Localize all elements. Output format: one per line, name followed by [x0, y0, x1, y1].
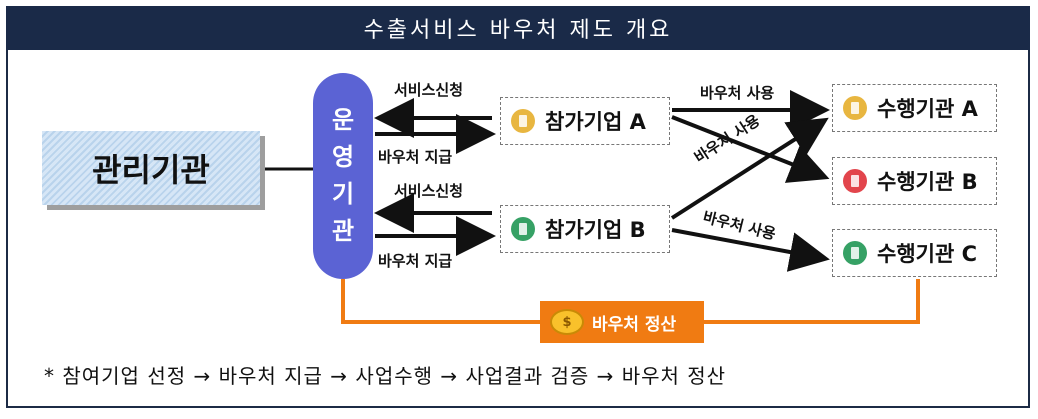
process-footnote: * 참여기업 선정 → 바우처 지급 → 사업수행 → 사업결과 검증 → 바우… — [44, 364, 727, 388]
use-a-to-b — [671, 115, 830, 183]
use-b-to-c — [671, 228, 830, 272]
management-agency-box: 관리기관 — [42, 131, 260, 205]
page-title: 수출서비스 바우처 제도 개요 — [6, 6, 1030, 50]
apply-a-label: 서비스신청 — [394, 81, 464, 99]
operator-char-4: 관 — [331, 217, 355, 245]
settlement-label: 바우처 정산 — [592, 314, 677, 335]
operating-agency-box: 운 영 기 관 — [313, 73, 373, 279]
performer-b-box: 수행기관 B — [832, 157, 997, 205]
participant-a-box: 참가기업 A — [500, 97, 670, 145]
apply-b-label: 서비스신청 — [394, 182, 464, 200]
building-icon — [843, 241, 867, 265]
coin-icon: $ — [550, 309, 584, 335]
performer-a-label: 수행기관 A — [877, 97, 978, 121]
participant-b-box: 참가기업 B — [500, 205, 670, 253]
performer-c-label: 수행기관 C — [877, 242, 978, 266]
operator-char-1: 운 — [331, 106, 355, 134]
performer-b-label: 수행기관 B — [877, 170, 978, 194]
operator-char-3: 기 — [331, 180, 355, 208]
performer-c-box: 수행기관 C — [832, 229, 997, 277]
use-b-to-a — [670, 117, 829, 220]
building-icon — [511, 109, 535, 133]
issue-b-label: 바우처 지급 — [378, 252, 453, 270]
voucher-settlement-box: $ 바우처 정산 — [540, 301, 704, 343]
use-top-label: 바우처 사용 — [700, 84, 775, 102]
building-icon — [511, 217, 535, 241]
issue-a-label: 바우처 지급 — [378, 148, 453, 166]
performer-a-box: 수행기관 A — [832, 84, 997, 132]
participant-a-label: 참가기업 A — [545, 110, 646, 134]
building-icon — [843, 96, 867, 120]
building-icon — [843, 169, 867, 193]
operator-char-2: 영 — [331, 143, 355, 171]
participant-b-label: 참가기업 B — [545, 218, 646, 242]
